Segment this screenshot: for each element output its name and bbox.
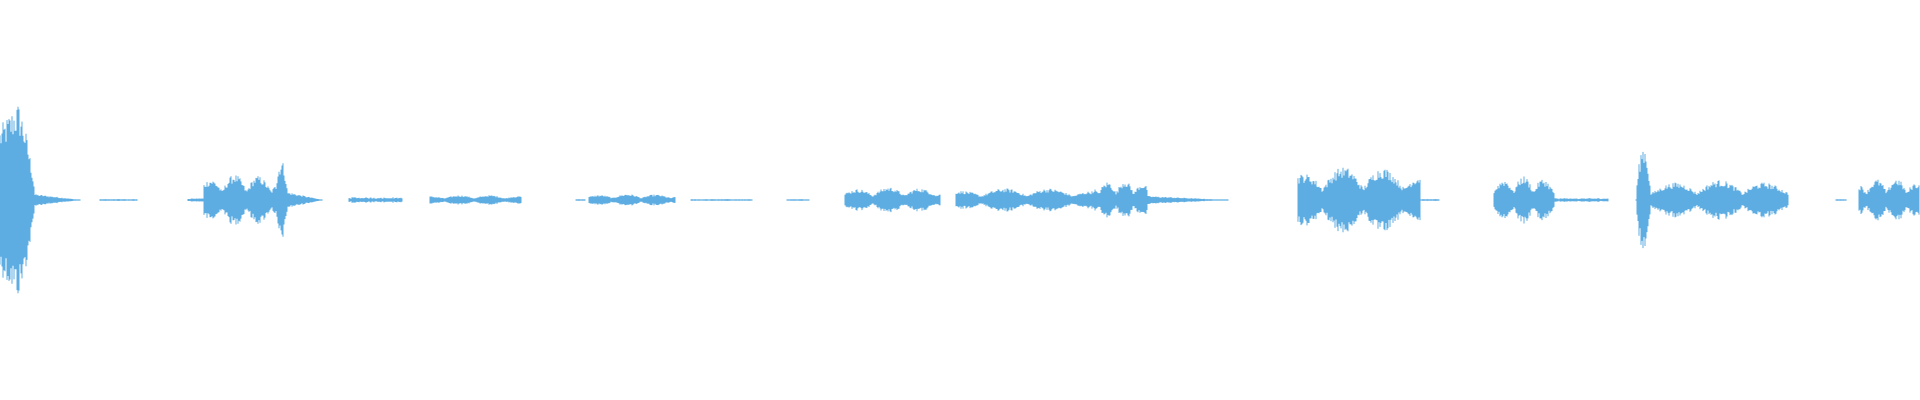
waveform-signal [0, 106, 1920, 294]
waveform-bars [0, 106, 1920, 294]
